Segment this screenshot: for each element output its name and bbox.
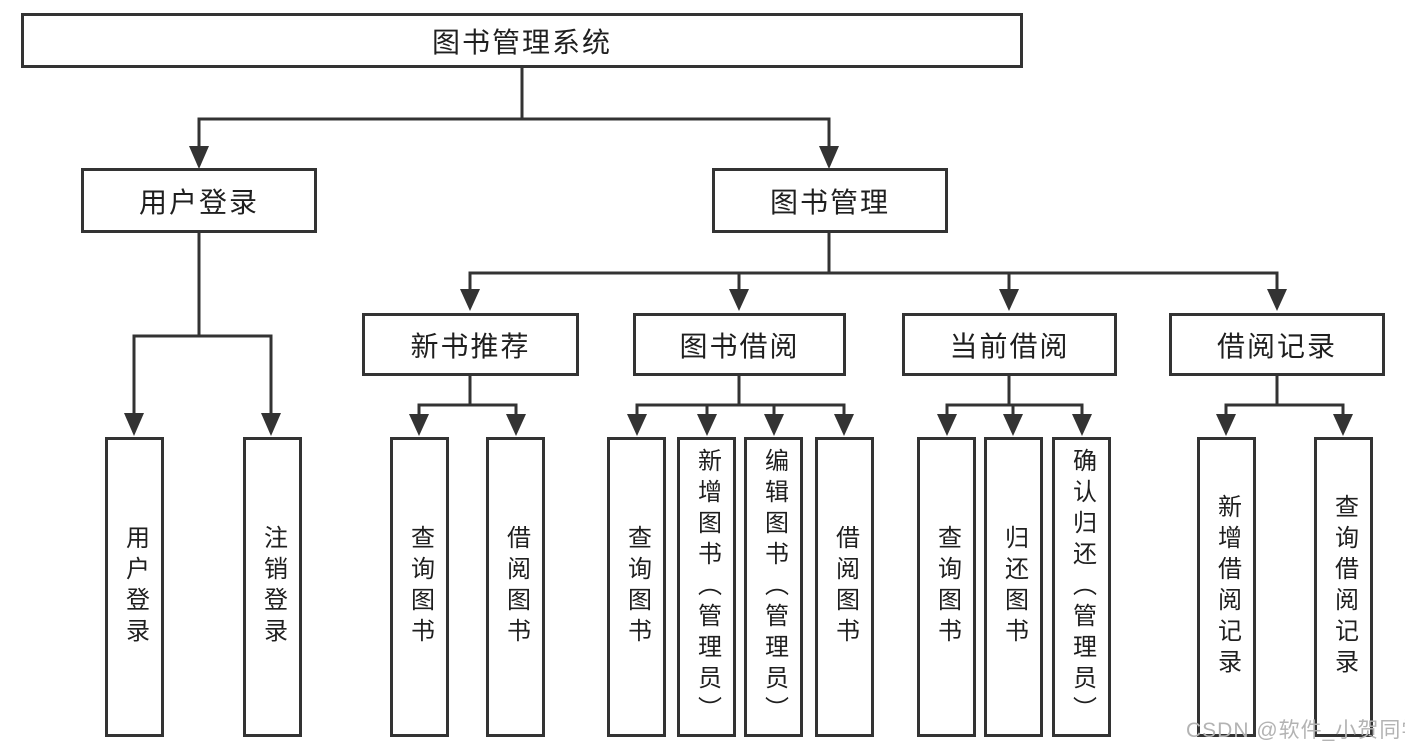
leaf-edit-books-admin: 编辑图书（管理员）	[744, 437, 803, 737]
node-current-borrow: 当前借阅	[902, 313, 1117, 376]
connector-root-branch	[197, 117, 831, 147]
leaf-recommend-query-books-label: 查询图书	[406, 525, 434, 649]
leaf-query-borrow-record-label: 查询借阅记录	[1330, 494, 1358, 680]
leaf-user-login: 用户登录	[105, 437, 164, 737]
csdn-watermark: CSDN @软件_小贺同学	[1186, 719, 1405, 742]
node-root-label: 图书管理系统	[431, 26, 612, 58]
leaf-borrow-query-books-label: 查询图书	[623, 525, 651, 649]
leaf-current-query-books: 查询图书	[917, 437, 976, 737]
node-borrow-records: 借阅记录	[1169, 313, 1385, 376]
leaf-add-borrow-record: 新增借阅记录	[1197, 437, 1256, 737]
node-book-borrow: 图书借阅	[633, 313, 846, 376]
node-current-borrow-label: 当前借阅	[949, 330, 1070, 362]
leaf-borrow-query-books: 查询图书	[607, 437, 666, 737]
leaf-logout: 注销登录	[243, 437, 302, 737]
node-book-management-label: 图书管理	[769, 186, 890, 218]
node-root: 图书管理系统	[21, 13, 1023, 68]
leaf-return-books: 归还图书	[984, 437, 1043, 737]
node-new-book-recommend: 新书推荐	[362, 313, 579, 376]
leaf-recommend-borrow-books-label: 借阅图书	[502, 525, 530, 649]
leaf-add-books-admin: 新增图书（管理员）	[677, 437, 736, 737]
leaf-borrow-books-label: 借阅图书	[831, 525, 859, 649]
connector-group1-branch	[417, 403, 518, 415]
leaf-add-books-admin-label: 新增图书（管理员）	[693, 447, 721, 727]
leaf-logout-label: 注销登录	[259, 525, 287, 649]
node-user-login: 用户登录	[81, 168, 317, 233]
node-book-borrow-label: 图书借阅	[679, 330, 800, 362]
node-new-book-recommend-label: 新书推荐	[410, 330, 531, 362]
leaf-borrow-books: 借阅图书	[815, 437, 874, 737]
leaf-current-query-books-label: 查询图书	[933, 525, 961, 649]
leaf-confirm-return-admin-label: 确认归还（管理员）	[1068, 447, 1096, 727]
leaf-confirm-return-admin: 确认归还（管理员）	[1052, 437, 1111, 737]
connector-mgmt-branch	[468, 271, 1279, 290]
leaf-recommend-borrow-books: 借阅图书	[486, 437, 545, 737]
connector-group4-branch	[1224, 403, 1345, 415]
connector-group3-branch	[945, 403, 1084, 415]
node-borrow-records-label: 借阅记录	[1216, 330, 1337, 362]
leaf-add-borrow-record-label: 新增借阅记录	[1213, 494, 1241, 680]
leaf-user-login-label: 用户登录	[121, 525, 149, 649]
leaf-return-books-label: 归还图书	[1000, 525, 1028, 649]
node-book-management: 图书管理	[712, 168, 948, 233]
connector-group2-branch	[635, 403, 846, 415]
leaf-recommend-query-books: 查询图书	[390, 437, 449, 737]
leaf-edit-books-admin-label: 编辑图书（管理员）	[760, 447, 788, 727]
connector-login-branch	[132, 334, 273, 414]
leaf-query-borrow-record: 查询借阅记录	[1314, 437, 1373, 737]
node-user-login-label: 用户登录	[138, 186, 259, 218]
